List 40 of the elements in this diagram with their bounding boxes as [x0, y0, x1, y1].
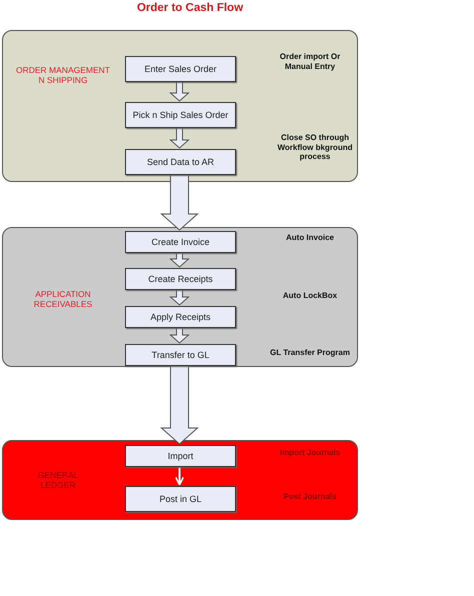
step-note: Close SO through Workflow bkground process — [276, 133, 354, 162]
box-label: Pick n Ship Sales Order — [132, 110, 228, 120]
block-arrow — [160, 364, 199, 445]
diagram-title: Order to Cash Flow — [136, 2, 244, 14]
step-note: Auto LockBox — [282, 291, 338, 301]
box-label: Post in GL — [159, 494, 202, 504]
section-panel — [2, 227, 358, 367]
step-note: Import Journals — [278, 448, 342, 458]
process-box — [125, 445, 236, 467]
box-label: Create Invoice — [151, 237, 210, 247]
process-box — [125, 306, 236, 328]
block-arrow — [169, 126, 190, 149]
process-box — [125, 56, 236, 82]
section-heading: APPLICATION RECEIVABLES — [32, 290, 94, 310]
block-arrow — [169, 252, 190, 268]
arrow — [174, 466, 184, 486]
box-label: Create Receipts — [148, 274, 213, 284]
box-label: Import — [168, 451, 194, 461]
step-note: Order import Or Manual Entry — [278, 52, 342, 72]
step-note: GL Transfer Program — [269, 348, 351, 358]
section-heading: GENERAL LEDGER — [36, 471, 80, 491]
box-label: Transfer to GL — [152, 350, 210, 360]
box-label: Apply Receipts — [150, 312, 211, 322]
box-label: Enter Sales Order — [144, 64, 217, 74]
step-note: Post Journals — [282, 492, 338, 502]
block-arrow — [169, 326, 190, 344]
process-box — [125, 231, 236, 253]
section-heading: ORDER MANAGEMENT N SHIPPING — [15, 66, 111, 86]
process-box — [125, 102, 236, 128]
block-arrow — [169, 288, 190, 306]
process-box — [125, 486, 236, 512]
process-box — [125, 344, 236, 366]
step-note: Auto Invoice — [284, 233, 335, 243]
process-box — [125, 149, 236, 175]
box-label: Send Data to AR — [146, 157, 214, 167]
section-panel — [2, 30, 358, 182]
block-arrow — [169, 80, 190, 102]
section-panel — [2, 440, 358, 520]
process-box — [125, 268, 236, 290]
block-arrow — [160, 174, 199, 231]
